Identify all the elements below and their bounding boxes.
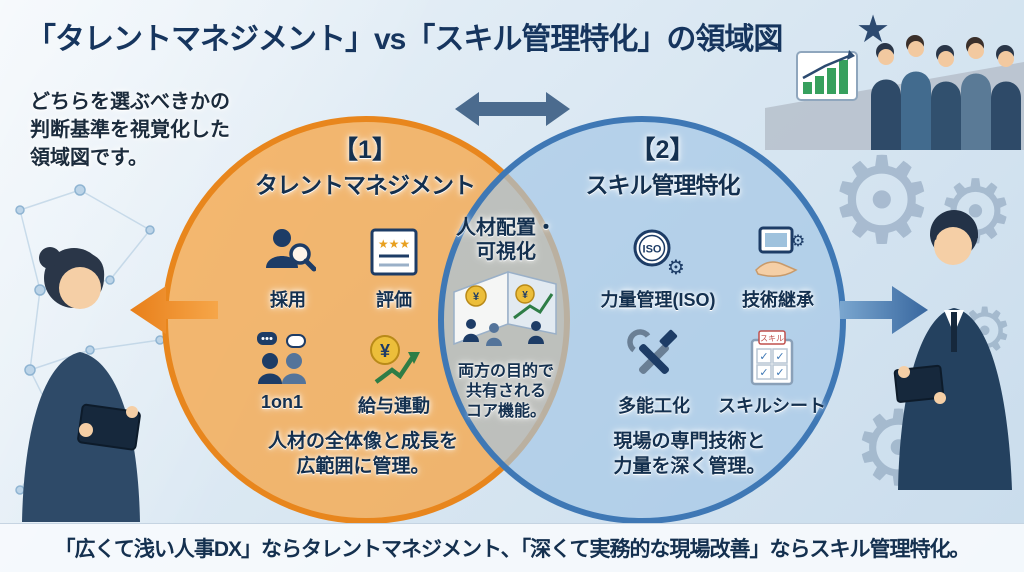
gear-icon: ⚙ bbox=[791, 231, 805, 250]
overlap-footer: 両方の目的で 共有される コア機能。 bbox=[457, 363, 554, 420]
bottom-banner-text: 「広くて浅い人事DX」ならタレントマネジメント、「深くて実務的な現場改善」ならス… bbox=[54, 538, 971, 561]
item-label: 給与連動 bbox=[358, 396, 430, 416]
check-icon: ✓ bbox=[775, 351, 784, 363]
list-item: ¥ 給与連動 bbox=[334, 328, 454, 418]
right-arrow-icon bbox=[840, 286, 928, 334]
list-item: スキル ✓ ✓ ✓ ✓ スキルシート bbox=[712, 328, 832, 418]
intro-text: どちらを選ぶべきかの 判断基準を視覚化した 領域図です。 bbox=[30, 91, 230, 169]
item-label: 1on1 bbox=[260, 392, 303, 412]
list-item: 1on1 bbox=[226, 328, 338, 413]
placement-visualization-illustration: ¥ ¥ bbox=[453, 270, 557, 346]
bottom-banner: 「広くて浅い人事DX」ならタレントマネジメント、「深くて実務的な現場改善」ならス… bbox=[0, 523, 1024, 572]
gear-icon: ⚙ bbox=[828, 132, 936, 271]
iso-competency-icon: ISO ⚙ bbox=[633, 229, 685, 279]
check-icon: ✓ bbox=[775, 367, 784, 379]
iso-label: ISO bbox=[643, 244, 662, 256]
item-label: 力量管理(ISO) bbox=[600, 290, 716, 310]
list-item: 多能工化 bbox=[598, 328, 710, 418]
yen-symbol: ¥ bbox=[380, 341, 390, 361]
man-with-tablet-illustration bbox=[893, 210, 1012, 490]
right-circle-heading: 【2】 スキル管理特化 bbox=[550, 130, 775, 200]
yen-symbol: ¥ bbox=[473, 291, 480, 303]
right-circle-number: 【2】 bbox=[630, 136, 695, 164]
overlap-heading: 人材配置・ 可視化 bbox=[456, 217, 556, 263]
list-item: 採用 bbox=[232, 222, 344, 312]
left-circle-heading: 【1】 タレントマネジメント bbox=[205, 130, 525, 200]
check-icon: ✓ bbox=[759, 367, 768, 379]
one-on-one-icon bbox=[257, 332, 306, 384]
team-people bbox=[871, 35, 1021, 150]
team-illustration: ★ bbox=[765, 9, 1024, 150]
item-label: スキルシート bbox=[718, 396, 826, 416]
stars-rating: ★★★ bbox=[378, 237, 410, 251]
skill-tab-label: スキル bbox=[760, 334, 784, 343]
recruit-icon bbox=[266, 229, 316, 272]
double-arrow-icon bbox=[455, 92, 570, 126]
gear-icon: ⚙ bbox=[667, 255, 685, 279]
growth-chart-card bbox=[796, 50, 858, 101]
multi-skill-icon bbox=[627, 329, 678, 375]
item-label: 多能工化 bbox=[618, 396, 690, 416]
right-circle-footer: 現場の専門技術と 力量を深く管理。 bbox=[613, 431, 766, 477]
left-circle-number: 【1】 bbox=[333, 136, 397, 164]
list-item: ★★★ 評価 bbox=[338, 222, 450, 312]
check-icon: ✓ bbox=[759, 351, 768, 363]
yen-symbol: ¥ bbox=[522, 290, 528, 301]
left-circle-footer: 人材の全体像と成長を 広範囲に管理。 bbox=[267, 431, 458, 477]
tech-succession-icon: ⚙ bbox=[755, 226, 805, 277]
left-arrow-icon bbox=[130, 286, 218, 334]
left-circle-title: タレントマネジメント bbox=[255, 172, 476, 198]
item-label: 採用 bbox=[270, 290, 306, 310]
page-title: 「タレントマネジメント」vs「スキル管理特化」の領域図 bbox=[26, 23, 783, 56]
evaluation-icon: ★★★ bbox=[370, 228, 418, 276]
list-item: ⚙ 技術継承 bbox=[722, 222, 834, 312]
right-circle-title: スキル管理特化 bbox=[585, 172, 741, 198]
item-label: 技術継承 bbox=[742, 290, 814, 310]
skill-sheet-icon: スキル ✓ ✓ ✓ ✓ bbox=[750, 330, 794, 386]
salary-link-icon: ¥ bbox=[370, 335, 420, 384]
item-label: 評価 bbox=[376, 290, 412, 310]
list-item: ISO ⚙ 力量管理(ISO) bbox=[592, 222, 724, 312]
woman-with-tablet-illustration bbox=[22, 247, 141, 522]
